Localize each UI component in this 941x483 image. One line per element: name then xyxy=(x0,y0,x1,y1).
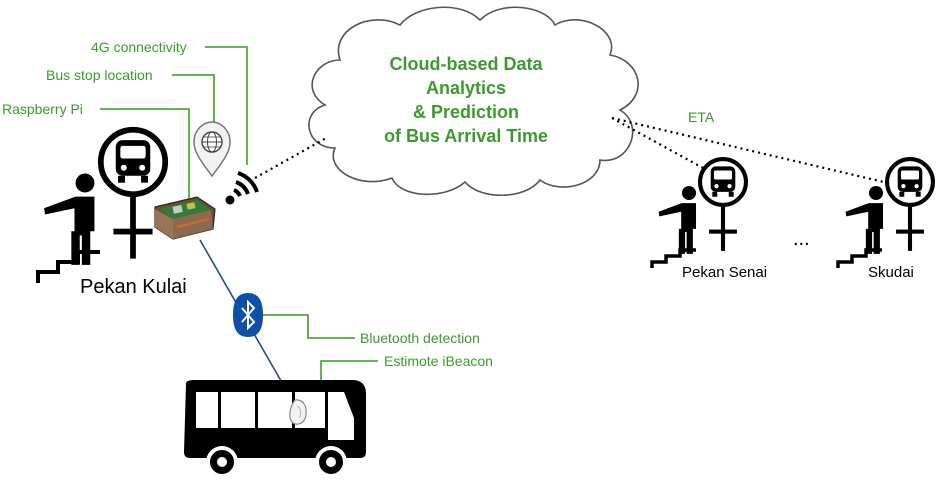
link-cloud-skudai xyxy=(611,116,889,185)
label-4g-connectivity: 4G connectivity xyxy=(91,39,187,55)
leader-bus-stop-location xyxy=(172,74,215,132)
station-name-pekan-kulai: Pekan Kulai xyxy=(80,276,187,298)
leader-4g xyxy=(205,46,248,165)
bus-stop-icon xyxy=(887,159,933,251)
station-skudai: Skudai xyxy=(836,159,933,281)
stairs xyxy=(650,248,696,268)
wifi-signal-icon xyxy=(225,171,259,205)
label-raspberry-pi: Raspberry Pi xyxy=(2,101,83,117)
station-name-skudai: Skudai xyxy=(868,264,914,281)
cloud-title-line-1: Cloud-based Data xyxy=(389,54,543,74)
bus-stop-icon xyxy=(700,159,746,251)
more-stations-ellipsis: ... xyxy=(793,228,810,250)
stairs xyxy=(836,248,882,268)
bus-icon xyxy=(184,380,366,478)
station-pekan-kulai: Pekan Kulai xyxy=(36,130,187,298)
eta-label: ETA xyxy=(688,109,715,125)
bus-stop-icon xyxy=(101,130,165,259)
cloud-title-line-4: of Bus Arrival Time xyxy=(384,126,548,146)
label-estimote-ibeacon: Estimote iBeacon xyxy=(384,353,493,369)
raspberry-pi-board xyxy=(154,196,216,240)
station-name-pekan-senai: Pekan Senai xyxy=(682,264,767,281)
cloud-title-line-3: & Prediction xyxy=(413,102,519,122)
location-pin-icon xyxy=(193,121,231,178)
leader-raspberry-pi xyxy=(100,108,190,200)
label-bluetooth-detection: Bluetooth detection xyxy=(360,330,480,346)
bluetooth-icon xyxy=(233,293,263,337)
station-pekan-senai: Pekan Senai xyxy=(650,159,767,281)
person-waving-icon xyxy=(845,185,884,254)
label-bus-stop-location: Bus stop location xyxy=(46,67,153,83)
leader-bluetooth-detection xyxy=(263,314,355,339)
cloud-title-line-2: Analytics xyxy=(426,78,506,98)
beacon-icon xyxy=(289,399,307,425)
stairs xyxy=(36,250,100,283)
cloud-shape xyxy=(308,6,639,197)
person-waving-icon xyxy=(658,185,697,254)
link-kulai-cloud xyxy=(254,136,329,179)
